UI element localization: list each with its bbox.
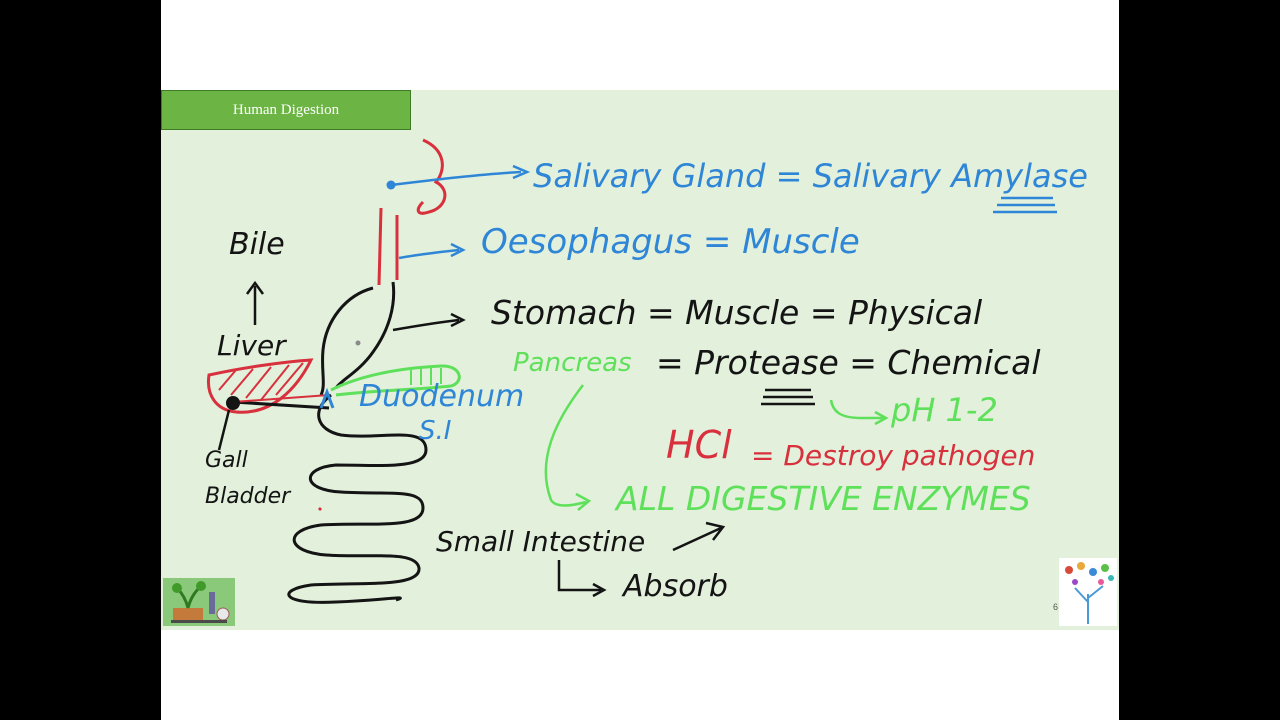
pancreas-label: Pancreas: [513, 348, 632, 378]
liver-outline: [206, 358, 314, 414]
plant-lab-logo: [163, 578, 235, 626]
hcl-label: HCl: [666, 423, 732, 467]
digestive-system-diagram: [206, 138, 1057, 604]
duodenum-label: Duodenum: [359, 379, 525, 414]
oesophagus-note: Oesophagus = Muscle: [481, 222, 860, 262]
salivary-note: Salivary Gland = Salivary Amylase: [533, 157, 1088, 195]
hcl-note: = Destroy pathogen: [751, 439, 1036, 472]
pancreas-hatching: [410, 368, 442, 385]
oesophagus-arrow: [398, 248, 460, 260]
stomach-note: Stomach = Muscle = Physical: [491, 293, 983, 332]
protease-underline: [761, 388, 815, 406]
small-intestine-arrow: [672, 526, 722, 552]
small-intestine-coils: [287, 393, 428, 604]
gall-bladder-dot: [226, 396, 240, 410]
stomach-left-wall: [319, 286, 374, 396]
pancreas-outline: [330, 364, 461, 397]
bladder-label: Bladder: [205, 484, 291, 509]
absorb-note: Absorb: [623, 569, 728, 604]
salivary-arrow: [390, 170, 522, 187]
bile-label: Bile: [229, 227, 285, 262]
stomach-dot: [355, 340, 361, 346]
bile-duct: [232, 400, 330, 410]
slide-title-banner: Human Digestion: [161, 90, 411, 130]
pancreas-note: = Protease = Chemical: [656, 343, 1041, 382]
si-label: S.I: [419, 416, 452, 446]
mouth-outline: [416, 138, 447, 215]
stomach-arrow: [392, 318, 460, 332]
page-number: 6: [1053, 602, 1059, 612]
slide-body: Human Digestion: [161, 90, 1119, 630]
oesophagus-left-wall: [377, 207, 383, 286]
stomach-right-wall: [334, 281, 396, 389]
ph-note: pH 1-2: [891, 391, 998, 429]
enzymes-note: ALL DIGESTIVE ENZYMES: [616, 479, 1031, 518]
liver-label: Liver: [217, 329, 286, 362]
gall-bladder-pointer: [217, 409, 231, 451]
amylase-underline: [993, 196, 1057, 214]
absorb-arrow: [557, 560, 601, 592]
slide-title: Human Digestion: [232, 101, 340, 118]
duodenum-marker: [319, 387, 335, 409]
science-tree-logo: [1059, 558, 1117, 626]
liver-hatching: [218, 362, 304, 401]
hepatic-duct: [232, 394, 330, 403]
gall-label: Gall: [205, 448, 248, 473]
pancreas-enzymes-arrow: [544, 384, 587, 507]
small-intestine-label: Small Intestine: [436, 525, 646, 558]
ph-arrow: [829, 399, 883, 420]
